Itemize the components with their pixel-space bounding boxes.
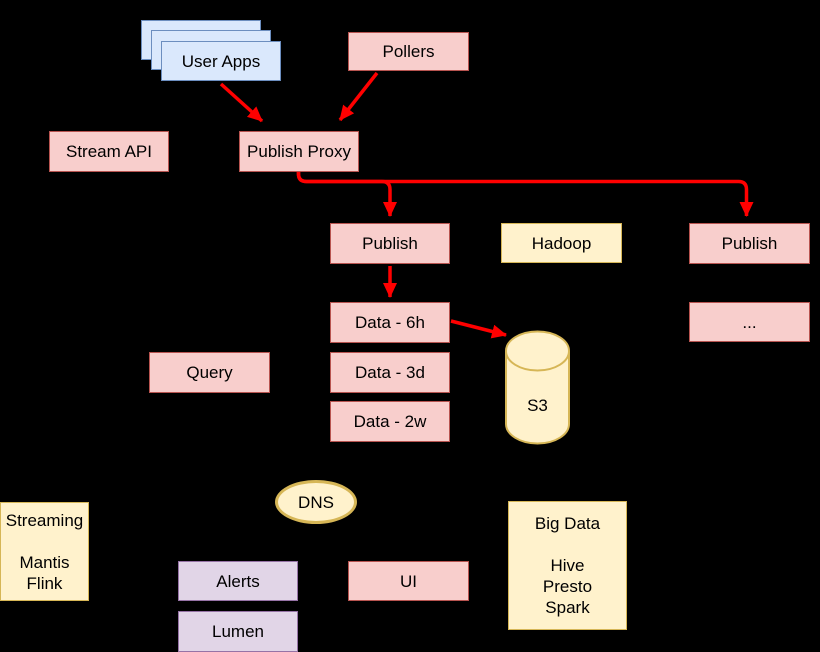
- node-hadoop[interactable]: Hadoop: [501, 223, 622, 263]
- node-lumen[interactable]: Lumen: [178, 611, 298, 652]
- node-s3-cylinder[interactable]: S3: [505, 330, 570, 445]
- node-alerts[interactable]: Alerts: [178, 561, 298, 601]
- arrow-publish-proxy-to-publish-right: [296, 172, 754, 217]
- s3-cylinder-body: [505, 330, 570, 445]
- node-dns[interactable]: DNS: [275, 480, 357, 524]
- arrow-data-6h-to-s3: [450, 319, 507, 339]
- node-ui[interactable]: UI: [348, 561, 469, 601]
- node-query[interactable]: Query: [149, 352, 270, 393]
- node-publish-right[interactable]: Publish: [689, 223, 810, 264]
- node-user-apps-stack[interactable]: User Apps: [141, 20, 281, 81]
- arrow-publish-proxy-to-publish-left: [296, 172, 397, 217]
- node-pollers[interactable]: Pollers: [348, 32, 469, 71]
- node-streaming[interactable]: Streaming Mantis Flink: [0, 502, 89, 601]
- node-publish-proxy[interactable]: Publish Proxy: [239, 131, 359, 172]
- node-publish-left[interactable]: Publish: [330, 223, 450, 264]
- arrow-pollers-to-publish-proxy: [338, 71, 379, 122]
- s3-cylinder-rim: [505, 350, 570, 372]
- node-big-data[interactable]: Big Data Hive Presto Spark: [508, 501, 627, 630]
- node-ellipsis[interactable]: ...: [689, 302, 810, 342]
- node-user-apps[interactable]: User Apps: [161, 41, 281, 81]
- node-stream-api[interactable]: Stream API: [49, 131, 169, 172]
- arrow-user-apps-to-publish-proxy: [219, 82, 264, 123]
- node-data-3d[interactable]: Data - 3d: [330, 352, 450, 393]
- node-data-2w[interactable]: Data - 2w: [330, 401, 450, 442]
- node-data-6h[interactable]: Data - 6h: [330, 302, 450, 343]
- s3-label: S3: [527, 396, 548, 415]
